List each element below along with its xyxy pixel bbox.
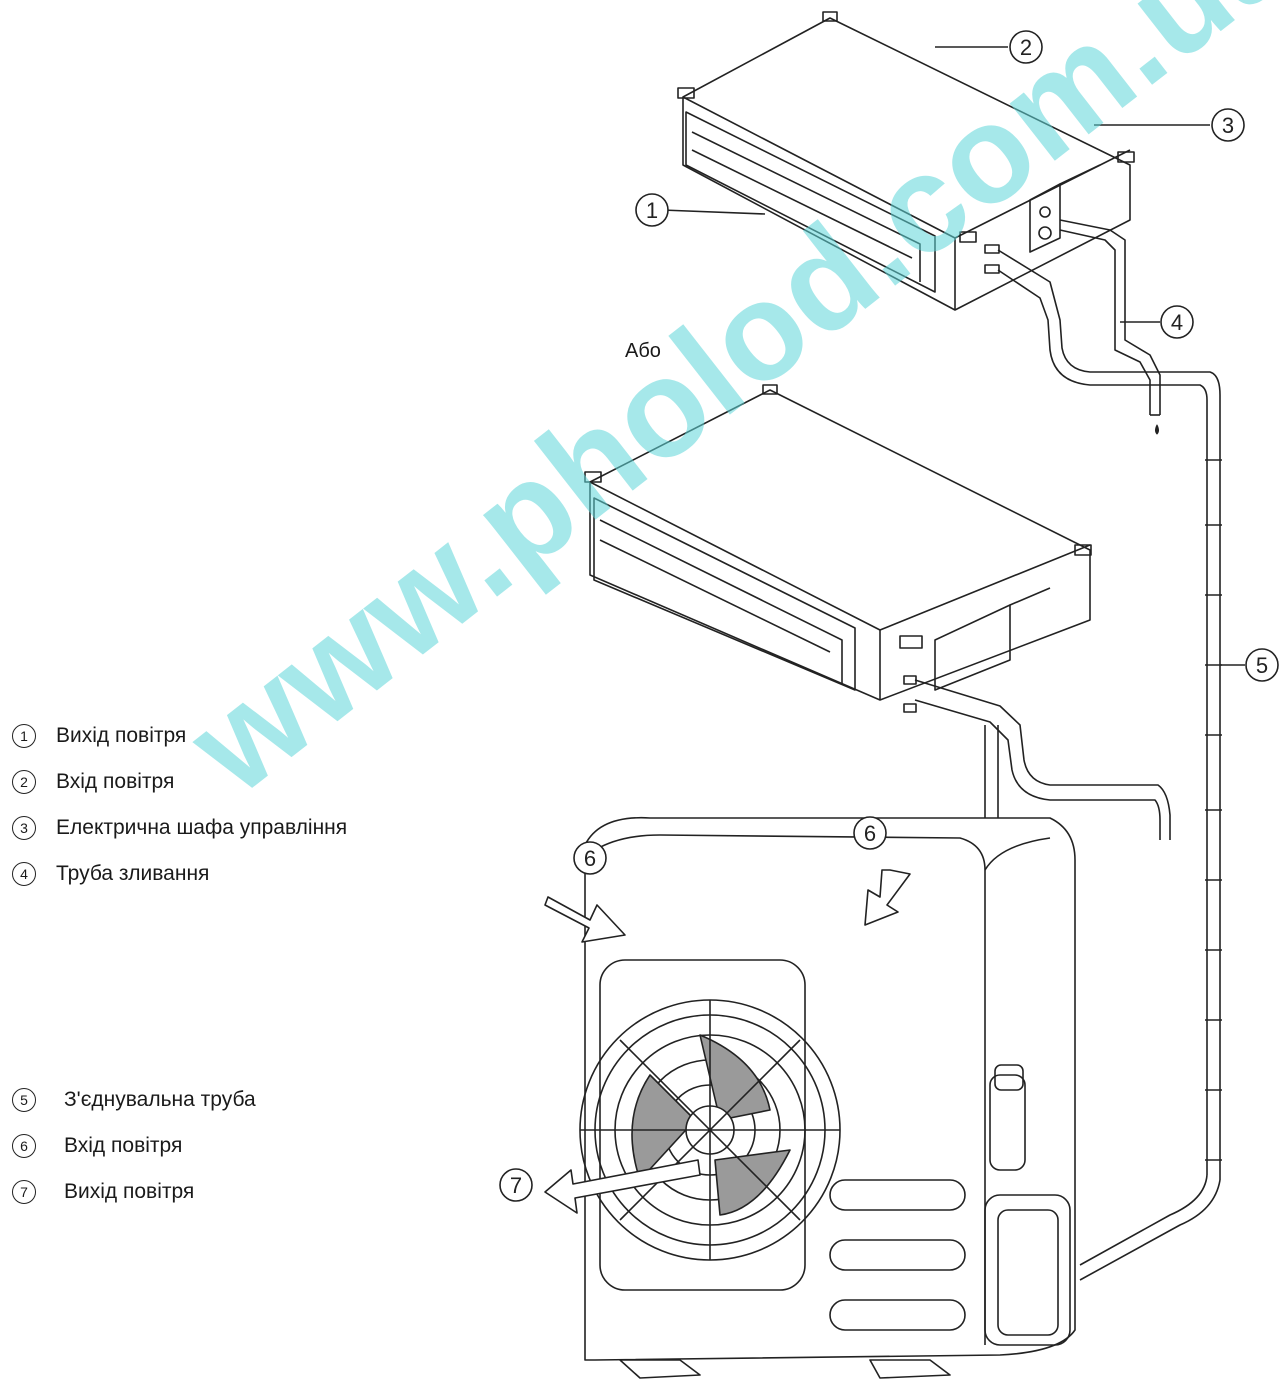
legend-item-2: 2 Вхід повітря	[12, 770, 174, 794]
svg-text:2: 2	[1020, 35, 1032, 60]
or-label: Або	[625, 340, 661, 362]
legend-label: Вихід повітря	[64, 1180, 195, 1203]
svg-text:7: 7	[510, 1173, 522, 1198]
legend-number: 1	[12, 724, 36, 748]
legend-number: 3	[12, 816, 36, 840]
svg-text:4: 4	[1171, 310, 1183, 335]
legend-label: Вхід повітря	[56, 770, 175, 793]
svg-text:6: 6	[584, 846, 596, 871]
legend-item-5: 5 З'єднувальна труба	[12, 1088, 256, 1112]
callout-1: 1	[635, 193, 669, 227]
legend-number: 2	[12, 770, 36, 794]
airflow-arrows	[544, 869, 911, 1214]
legend-label: Труба зливання	[56, 862, 210, 885]
legend-number: 6	[12, 1134, 36, 1158]
legend-label: Електрична шафа управління	[56, 816, 348, 839]
callout-4: 4	[1160, 305, 1194, 339]
legend-label: Вхід повітря	[64, 1134, 183, 1157]
legend-label: Вихід повітря	[56, 724, 187, 747]
pipes-lower	[914, 679, 1171, 840]
callout-2: 2	[1009, 30, 1043, 64]
callout-6-left: 6	[573, 841, 607, 875]
svg-text:3: 3	[1222, 113, 1234, 138]
callout-5: 5	[1245, 648, 1279, 682]
legend-item-7: 7 Вихід повітря	[12, 1180, 194, 1204]
connecting-pipe-segments	[1205, 459, 1222, 1161]
svg-text:1: 1	[646, 198, 658, 223]
outdoor-unit	[579, 816, 1221, 1379]
legend-number: 7	[12, 1180, 36, 1204]
legend-item-3: 3 Електрична шафа управління	[12, 816, 347, 840]
pipes-upper	[997, 219, 1221, 1180]
callout-leaders	[661, 46, 1245, 666]
callout-3: 3	[1211, 108, 1245, 142]
legend-item-1: 1 Вихід повітря	[12, 724, 186, 748]
callout-6-top: 6	[853, 816, 887, 850]
legend-item-4: 4 Труба зливання	[12, 862, 209, 886]
svg-text:5: 5	[1256, 653, 1268, 678]
legend-number: 5	[12, 1088, 36, 1112]
svg-text:6: 6	[864, 821, 876, 846]
indoor-unit-upper	[677, 11, 1135, 311]
indoor-unit-lower	[584, 384, 1092, 713]
callout-7: 7	[499, 1168, 533, 1202]
legend-number: 4	[12, 862, 36, 886]
legend-label: З'єднувальна труба	[64, 1088, 256, 1111]
legend-item-6: 6 Вхід повітря	[12, 1134, 182, 1158]
